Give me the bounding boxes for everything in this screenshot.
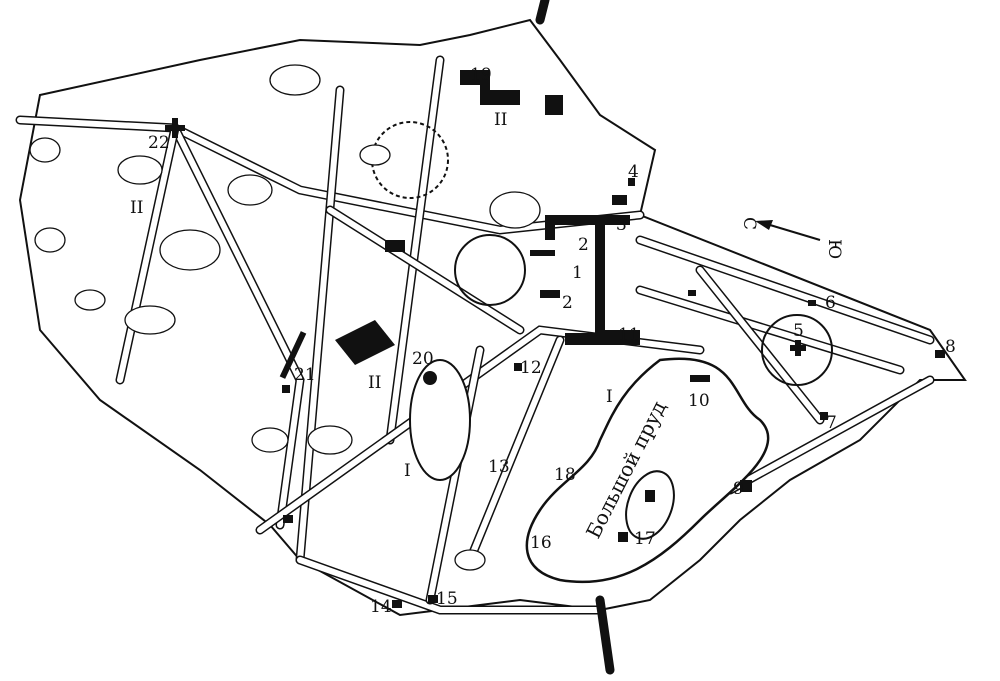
label-19: 19 <box>470 65 492 85</box>
label-2a: 2 <box>578 235 589 255</box>
label-16: 16 <box>530 533 552 553</box>
west-pond <box>409 359 471 481</box>
label-18: 18 <box>554 465 576 485</box>
label-11: 11 <box>618 325 640 345</box>
label-1: 1 <box>572 263 583 283</box>
rondel-5 <box>761 314 833 386</box>
tree-clumps <box>29 64 541 571</box>
great-pond <box>525 357 770 584</box>
building-19 <box>460 70 520 105</box>
parterre-star <box>454 234 526 306</box>
label-3: 3 <box>616 215 627 235</box>
label-21: 21 <box>294 365 316 385</box>
label-13: 13 <box>488 457 510 477</box>
pond-island <box>625 470 675 540</box>
label-7: 7 <box>826 413 837 433</box>
label-west-zone: II <box>130 198 143 218</box>
label-12: 12 <box>520 358 542 378</box>
label-22: 22 <box>148 133 170 153</box>
label-20: 20 <box>412 349 434 369</box>
label-4: 4 <box>628 162 639 182</box>
label-sw-zone: I <box>404 461 411 481</box>
label-9: 9 <box>733 479 744 499</box>
roads <box>15 0 935 675</box>
compass-north: С <box>739 217 759 230</box>
label-2b: 2 <box>562 293 573 313</box>
label-17: 17 <box>634 529 656 549</box>
label-pond-zone: I <box>606 387 613 407</box>
buildings <box>165 70 945 608</box>
compass-arrow <box>755 220 821 241</box>
label-15: 15 <box>436 589 458 609</box>
label-21-zone: II <box>368 373 381 393</box>
compass-south: Ю <box>824 239 844 259</box>
label-19-zone: II <box>494 110 507 130</box>
label-8: 8 <box>945 337 956 357</box>
label-6: 6 <box>825 293 836 313</box>
label-14: 14 <box>370 597 392 617</box>
label-5: 5 <box>793 321 804 341</box>
palace-1 <box>545 215 640 345</box>
label-10: 10 <box>688 391 710 411</box>
